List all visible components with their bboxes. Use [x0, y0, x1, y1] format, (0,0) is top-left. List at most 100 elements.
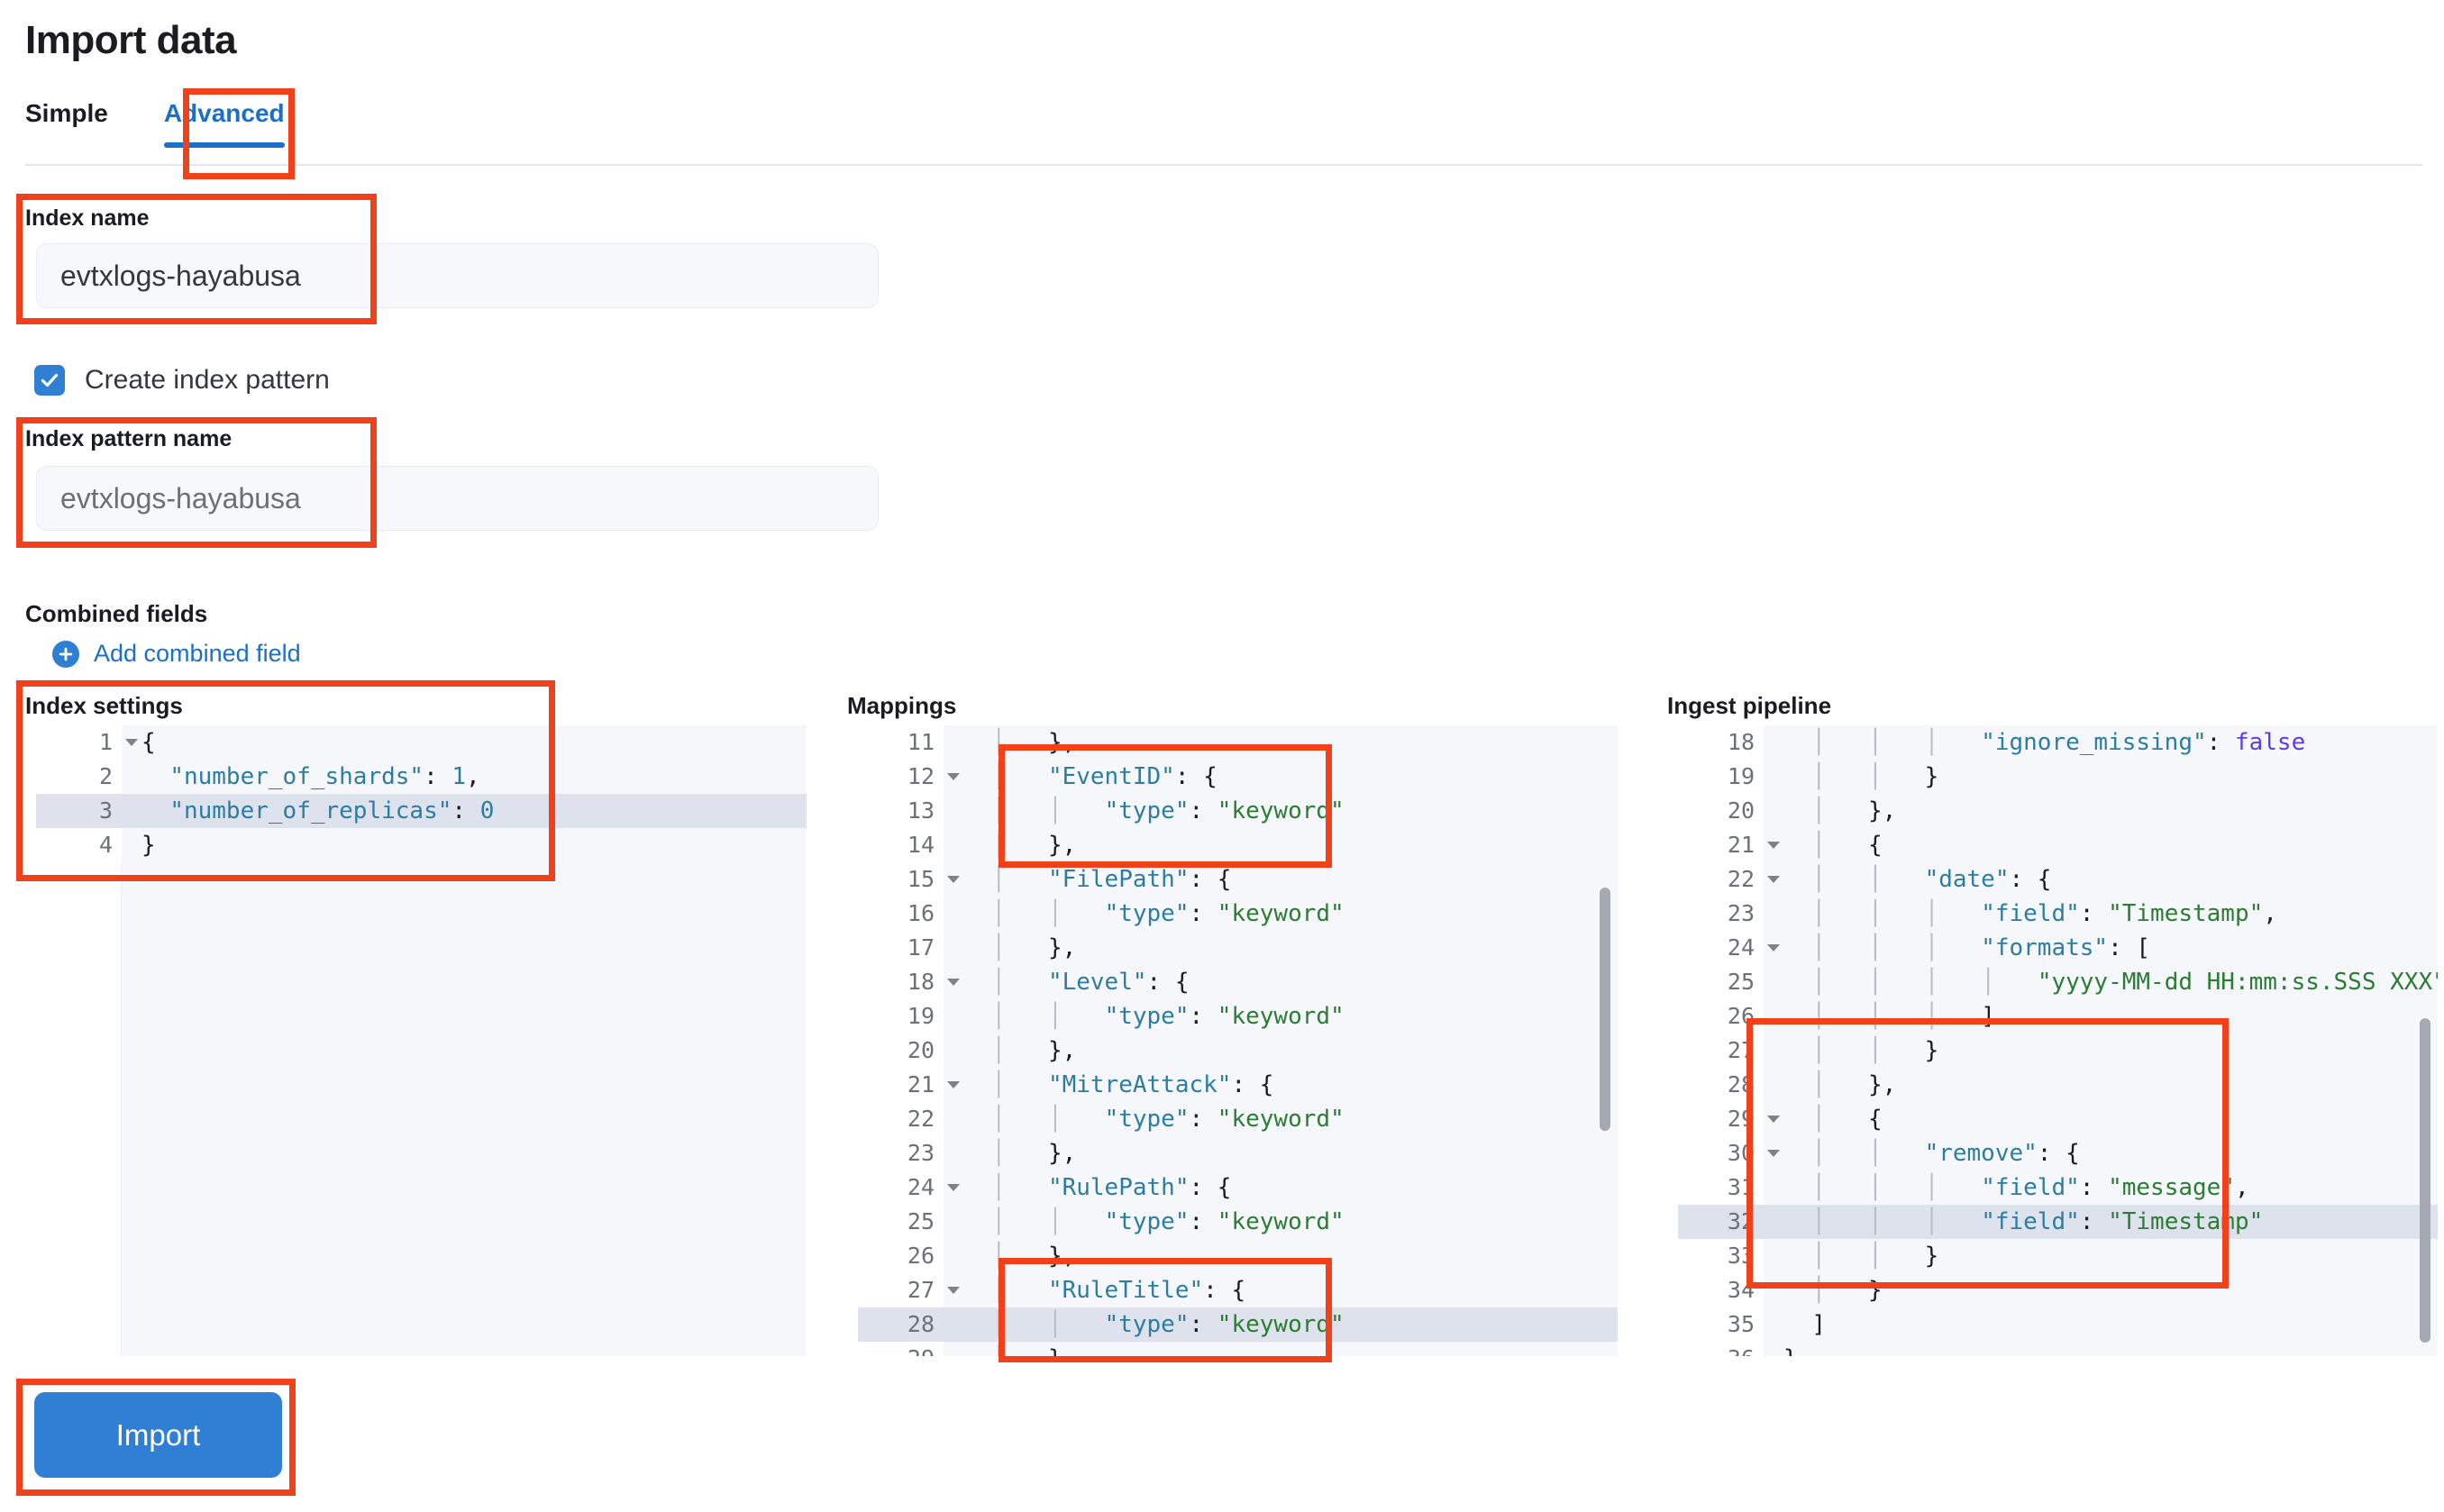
code-text: │ "RuleTitle": {	[991, 1277, 1246, 1304]
code-text: │ {	[1811, 1106, 1883, 1133]
code-line[interactable]: 3 "number_of_replicas": 0	[36, 794, 807, 828]
fold-arrow-icon[interactable]	[947, 1081, 960, 1088]
fold-arrow-icon[interactable]	[1767, 1150, 1780, 1157]
code-line[interactable]: 17 │ },	[858, 931, 1618, 965]
code-text: │ "EventID": {	[991, 763, 1217, 790]
code-line[interactable]: 1{	[36, 725, 807, 760]
code-line[interactable]: 25 │ │ "type": "keyword"	[858, 1205, 1618, 1239]
code-line[interactable]: 11 │ },	[858, 725, 1618, 760]
code-line[interactable]: 28 │ },	[1678, 1068, 2438, 1102]
code-line[interactable]: 36}	[1678, 1342, 2438, 1356]
tab-advanced[interactable]: Advanced	[133, 99, 315, 148]
code-line[interactable]: 29 │ },	[858, 1342, 1618, 1356]
code-text: │ "Level": {	[991, 969, 1190, 996]
create-index-pattern-row[interactable]: Create index pattern	[34, 365, 330, 396]
fold-arrow-icon[interactable]	[1767, 842, 1780, 849]
code-line[interactable]: 27 │ "RuleTitle": {	[858, 1273, 1618, 1307]
code-line[interactable]: 2 "number_of_shards": 1,	[36, 760, 807, 794]
code-line[interactable]: 26 │ },	[858, 1239, 1618, 1273]
code-line[interactable]: 29 │ {	[1678, 1102, 2438, 1136]
line-number: 26	[1678, 999, 1764, 1034]
code-line[interactable]: 16 │ │ "type": "keyword"	[858, 897, 1618, 931]
code-line[interactable]: 27 │ │ }	[1678, 1034, 2438, 1068]
import-button[interactable]: Import	[34, 1392, 282, 1478]
code-line[interactable]: 33 │ │ }	[1678, 1239, 2438, 1273]
code-line[interactable]: 24 │ │ │ "formats": [	[1678, 931, 2438, 965]
code-line[interactable]: 18 │ │ │ "ignore_missing": false	[1678, 725, 2438, 760]
code-line[interactable]: 28 │ │ "type": "keyword"	[858, 1307, 1618, 1342]
line-number: 21	[858, 1068, 960, 1102]
code-line[interactable]: 20 │ },	[858, 1034, 1618, 1068]
code-line[interactable]: 13 │ │ "type": "keyword"	[858, 794, 1618, 828]
code-text: │ },	[991, 934, 1077, 961]
fold-arrow-icon[interactable]	[1767, 944, 1780, 952]
checkmark-icon[interactable]	[34, 365, 65, 396]
code-line[interactable]: 4}	[36, 828, 807, 862]
index-pattern-name-input[interactable]: evtxlogs-hayabusa	[36, 466, 879, 531]
code-line[interactable]: 12 │ "EventID": {	[858, 760, 1618, 794]
index-settings-editor[interactable]: 1{2 "number_of_shards": 1,3 "number_of_r…	[36, 725, 807, 1356]
code-line[interactable]: 21 │ "MitreAttack": {	[858, 1068, 1618, 1102]
line-number: 17	[858, 931, 944, 965]
tab-simple[interactable]: Simple	[25, 99, 108, 127]
code-text: │ │ "type": "keyword"	[991, 1311, 1345, 1338]
mappings-editor[interactable]: 11 │ },12 │ "EventID": {13 │ │ "type": "…	[858, 725, 1618, 1356]
fold-arrow-icon[interactable]	[947, 979, 960, 986]
code-line[interactable]: 31 │ │ │ "field": "message",	[1678, 1170, 2438, 1205]
code-line[interactable]: 32 │ │ │ "field": "Timestamp"	[1678, 1205, 2438, 1239]
line-number: 33	[1678, 1239, 1764, 1273]
code-line[interactable]: 14 │ },	[858, 828, 1618, 862]
code-line[interactable]: 22 │ │ "type": "keyword"	[858, 1102, 1618, 1136]
line-number: 3	[36, 794, 122, 828]
fold-arrow-icon[interactable]	[947, 1287, 960, 1294]
line-number: 23	[1678, 897, 1764, 931]
code-line[interactable]: 21 │ {	[1678, 828, 2438, 862]
line-number: 29	[1678, 1102, 1780, 1136]
line-number: 36	[1678, 1342, 1764, 1356]
fold-arrow-icon[interactable]	[1767, 1116, 1780, 1123]
index-name-input[interactable]: evtxlogs-hayabusa	[36, 243, 879, 308]
fold-arrow-icon[interactable]	[947, 773, 960, 780]
index-settings-code[interactable]: 1{2 "number_of_shards": 1,3 "number_of_r…	[36, 725, 807, 862]
code-line[interactable]: 26 │ │ │ ]	[1678, 999, 2438, 1034]
line-number: 19	[858, 999, 944, 1034]
plus-icon	[52, 640, 79, 668]
mappings-scrollbar[interactable]	[1600, 888, 1610, 1131]
code-line[interactable]: 23 │ },	[858, 1136, 1618, 1170]
code-line[interactable]: 24 │ "RulePath": {	[858, 1170, 1618, 1205]
code-line[interactable]: 30 │ │ "remove": {	[1678, 1136, 2438, 1170]
line-number: 13	[858, 794, 944, 828]
code-line[interactable]: 18 │ "Level": {	[858, 965, 1618, 999]
fold-arrow-icon[interactable]	[1767, 876, 1780, 883]
fold-arrow-icon[interactable]	[125, 739, 138, 746]
fold-arrow-icon[interactable]	[947, 876, 960, 883]
code-text: │ },	[991, 1037, 1077, 1064]
add-combined-field-button[interactable]: Add combined field	[52, 640, 301, 668]
code-line[interactable]: 15 │ "FilePath": {	[858, 862, 1618, 897]
code-line[interactable]: 23 │ │ │ "field": "Timestamp",	[1678, 897, 2438, 931]
code-line[interactable]: 20 │ },	[1678, 794, 2438, 828]
code-text: │ │ │ ]	[1811, 1003, 1995, 1030]
code-line[interactable]: 19 │ │ }	[1678, 760, 2438, 794]
line-number: 22	[1678, 862, 1780, 897]
code-text: │ │ │ "formats": [	[1811, 934, 2151, 961]
line-number: 16	[858, 897, 944, 931]
code-line[interactable]: 25 │ │ │ │ "yyyy-MM-dd HH:mm:ss.SSS XXX"	[1678, 965, 2438, 999]
create-index-pattern-label: Create index pattern	[85, 365, 330, 395]
code-text: │ "FilePath": {	[991, 866, 1232, 893]
mappings-code[interactable]: 11 │ },12 │ "EventID": {13 │ │ "type": "…	[858, 725, 1618, 1356]
code-text: }	[1764, 1342, 1798, 1356]
tab-divider	[25, 164, 2422, 166]
code-text: │ "RulePath": {	[991, 1174, 1232, 1201]
line-number: 24	[858, 1170, 960, 1205]
ingest-pipeline-scrollbar[interactable]	[2420, 1018, 2430, 1343]
fold-arrow-icon[interactable]	[947, 1184, 960, 1191]
code-line[interactable]: 22 │ │ "date": {	[1678, 862, 2438, 897]
code-line[interactable]: 34 │ }	[1678, 1273, 2438, 1307]
code-line[interactable]: 35 ]	[1678, 1307, 2438, 1342]
code-line[interactable]: 19 │ │ "type": "keyword"	[858, 999, 1618, 1034]
code-text: │ },	[944, 1342, 1076, 1356]
